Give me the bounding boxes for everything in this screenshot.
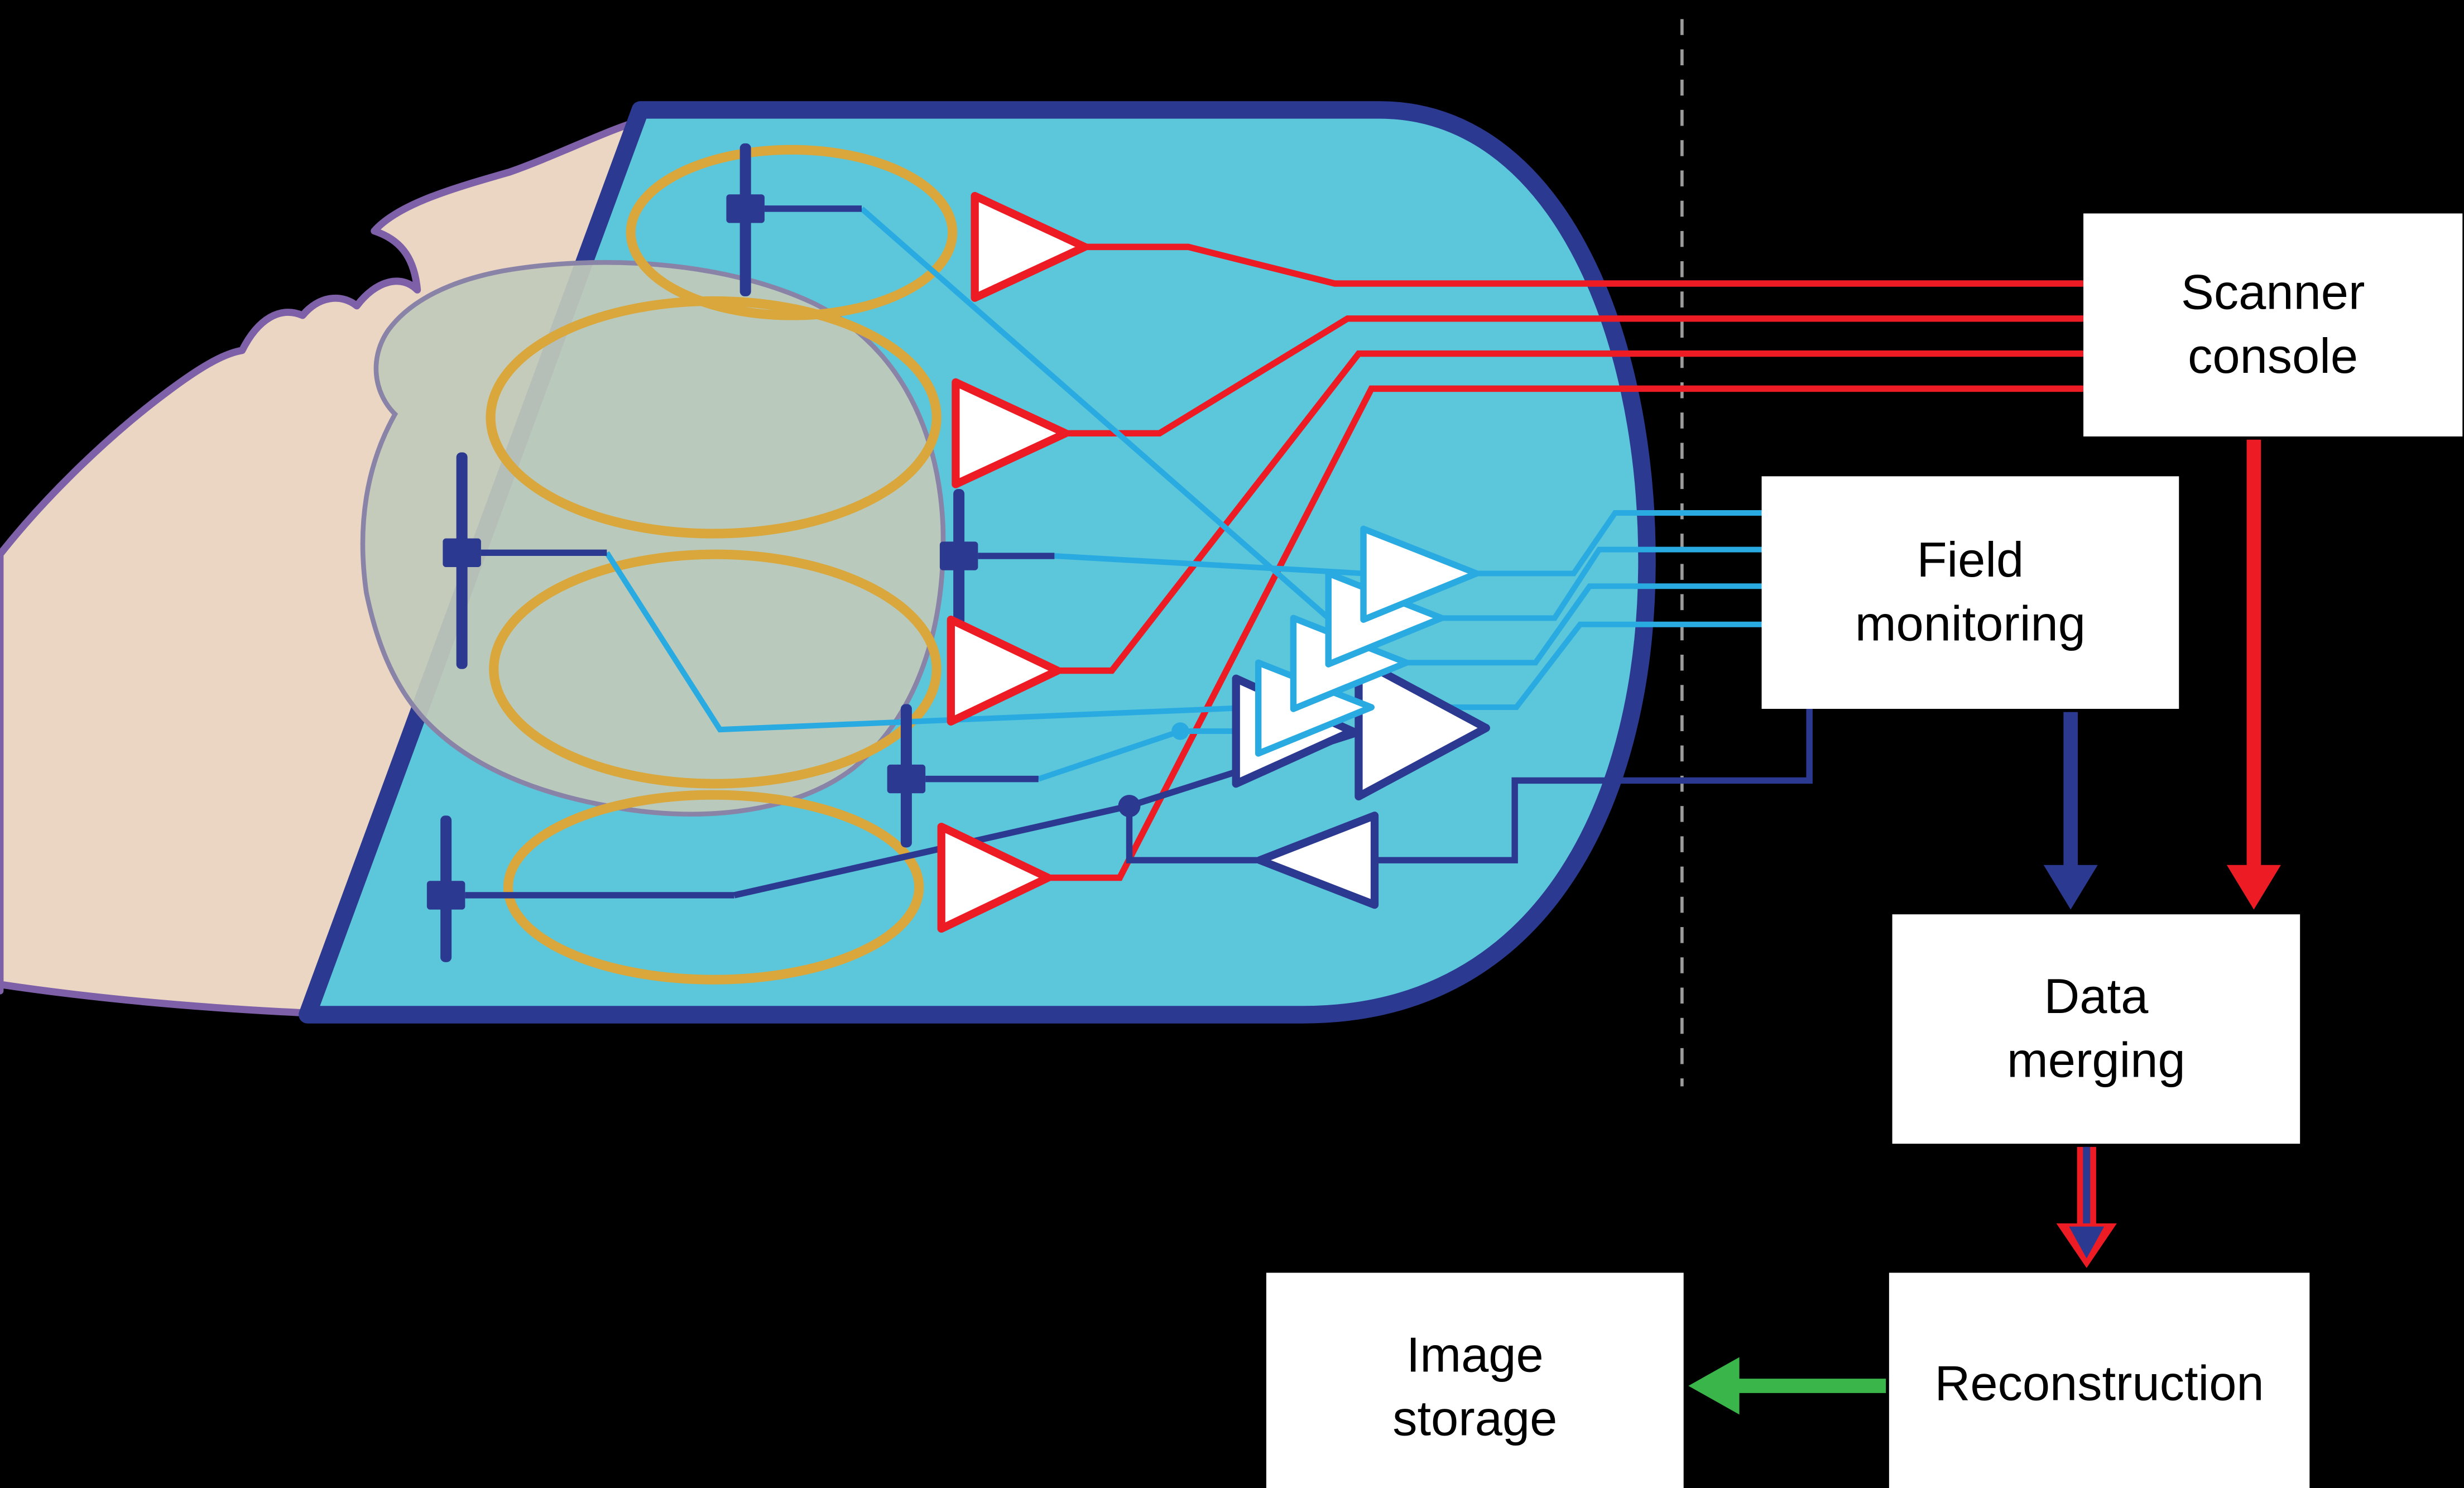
dipole-feed-box: [426, 881, 465, 910]
rf-preamp: [937, 823, 1053, 933]
monitoring-to-merging-arrowhead: [2043, 865, 2098, 910]
dipole-feed-box: [939, 541, 978, 570]
field-signal-line: [1406, 583, 1771, 666]
rf-preamp: [952, 378, 1070, 488]
field-probe-amp: [1360, 525, 1480, 623]
coil-loop: [486, 296, 942, 539]
monitor-amp: [1355, 655, 1490, 801]
reconstruction-to-storage-arrowhead: [1688, 1357, 1740, 1415]
reconstruction-box: Reconstruction: [1889, 1273, 2310, 1488]
wire-junction-dot: [1171, 722, 1189, 740]
monitor-feed-line: [1126, 806, 1260, 863]
flow-arrows: [1688, 439, 2281, 1415]
data-merging-box: Data merging: [1892, 914, 2300, 1144]
console-to-merging-arrowhead: [2226, 865, 2281, 910]
field-signal-line: [1476, 510, 1771, 577]
dipole-antenna: [443, 452, 607, 669]
dipole-antennas: [426, 143, 1055, 962]
reconstruction-label: Reconstruction: [1934, 1356, 2264, 1412]
dipole-feed-box: [443, 538, 481, 568]
probe-feed-line: [604, 551, 1259, 733]
monitor-signal-line: [1375, 705, 1813, 863]
dipole-antenna: [426, 815, 734, 962]
rf-preamp: [947, 616, 1062, 726]
rf-signal-line: [1048, 385, 2095, 881]
dipole-antenna: [939, 489, 1055, 633]
rf-signal-wires: [1048, 243, 2095, 881]
field-signal-line: [1441, 546, 1771, 621]
dipole-antenna: [887, 704, 1039, 848]
rf-signal-line: [1065, 315, 2095, 436]
dipole-feed-box: [887, 764, 926, 794]
coil-loops: [486, 145, 958, 985]
rf-signal-line: [1084, 243, 2095, 287]
rf-preamp: [971, 191, 1089, 302]
image-storage-box: Image storage: [1266, 1273, 1684, 1488]
scanner-console-label: Scanner console: [2180, 265, 2365, 384]
coil-loop: [489, 549, 942, 789]
dipole-feed-box: [726, 194, 765, 223]
wire-junction-dot: [1118, 795, 1141, 818]
merging-to-reconstruction-arrowhead-inner: [2069, 1226, 2105, 1259]
coil-loop: [503, 790, 924, 985]
brain-silhouette: [360, 260, 946, 817]
field-probe-preamps: [1255, 525, 1480, 757]
scanner-console-box: Scanner console: [2083, 213, 2463, 436]
field-monitoring-box: Field monitoring: [1761, 476, 2179, 709]
probe-feed-line: [859, 207, 1331, 621]
data-merging-label: Data merging: [2007, 969, 2186, 1088]
image-storage-label: Image storage: [1392, 1327, 1558, 1447]
monitor-amp-reverse: [1256, 812, 1379, 909]
rf-signal-line: [1058, 350, 2095, 674]
dipole-antenna: [726, 143, 862, 296]
probe-feed-line: [1054, 553, 1364, 577]
coil-loop: [626, 145, 958, 320]
rf-preamps: [937, 191, 1089, 933]
field-monitoring-label: Field monitoring: [1855, 532, 2086, 652]
